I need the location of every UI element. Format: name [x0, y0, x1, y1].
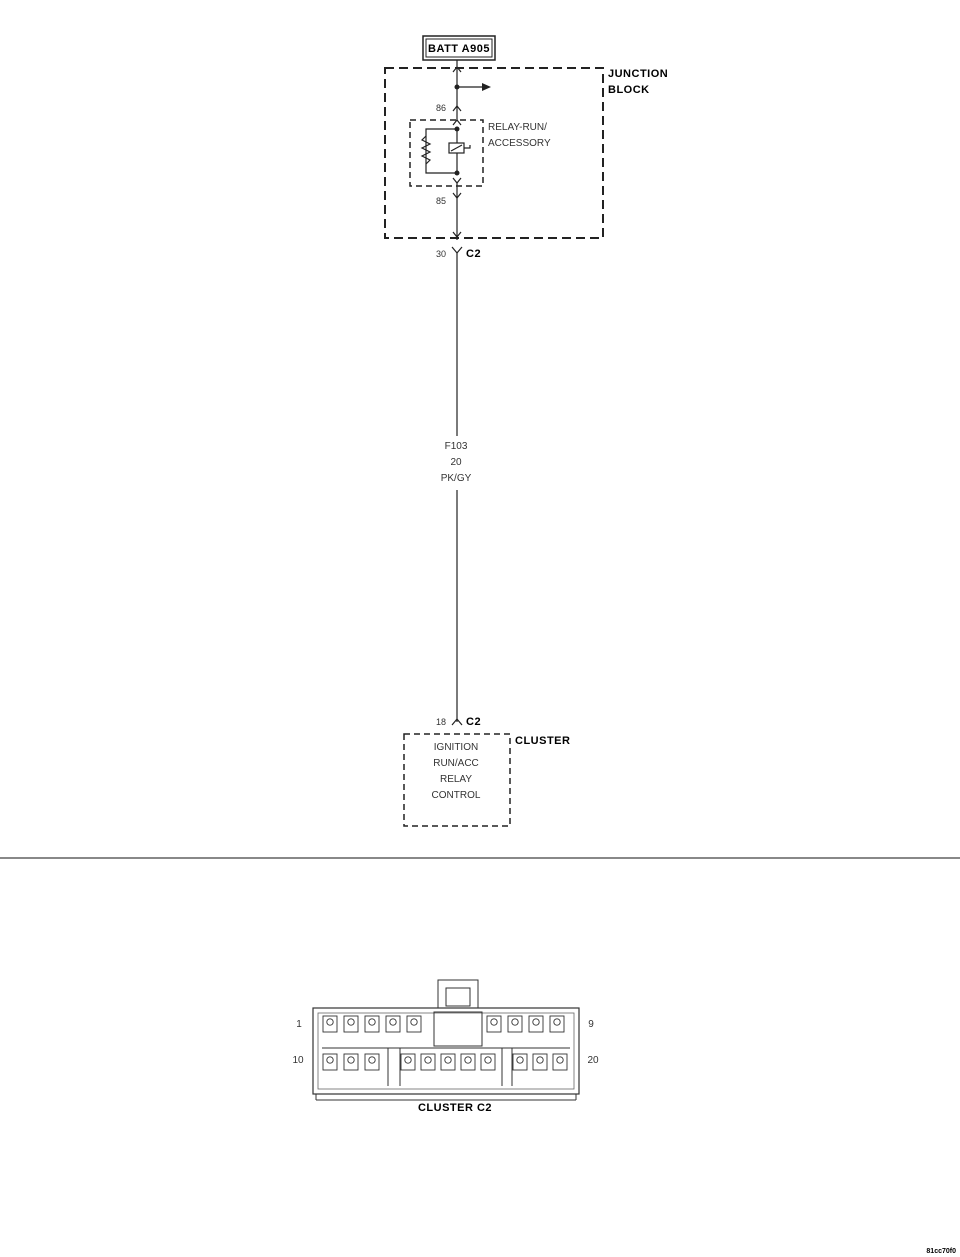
- wire-gauge-label: 20: [450, 457, 462, 468]
- connector-cavity: [480, 1053, 496, 1071]
- connector-top-pin: 30: [436, 249, 446, 259]
- connector-terminal: [424, 1056, 432, 1064]
- connector-terminal: [536, 1056, 544, 1064]
- connector-pin-20-label: 20: [587, 1055, 599, 1066]
- connector-terminal: [444, 1056, 452, 1064]
- connector-terminal: [511, 1018, 519, 1026]
- junction-block-outline: [384, 67, 604, 239]
- wire-circuit-label: F103: [445, 441, 468, 452]
- connector-terminal: [410, 1018, 418, 1026]
- connector-cavity: [532, 1053, 548, 1071]
- connector-terminal: [516, 1056, 524, 1064]
- connector-caption: CLUSTER C2: [418, 1102, 492, 1114]
- connector-terminal: [484, 1056, 492, 1064]
- connector-cavity: [400, 1053, 416, 1071]
- connector-cavity: [406, 1015, 422, 1033]
- relay-coil-icon: [420, 135, 432, 165]
- connector-cavity: [364, 1053, 380, 1071]
- connector-face-view: [312, 979, 580, 1101]
- connector-cavity: [364, 1015, 380, 1033]
- connector-cavity: [343, 1015, 359, 1033]
- connector-terminal: [464, 1056, 472, 1064]
- connector-terminal: [490, 1018, 498, 1026]
- connector-terminal: [404, 1056, 412, 1064]
- pin-86-label: 86: [436, 103, 446, 113]
- connector-terminal: [368, 1056, 376, 1064]
- connector-terminal: [389, 1018, 397, 1026]
- relay-outline: [409, 119, 484, 187]
- connector-terminal: [347, 1018, 355, 1026]
- wire-color-label: PK/GY: [441, 473, 472, 484]
- connector-cavity: [549, 1015, 565, 1033]
- connector-terminal: [556, 1056, 564, 1064]
- relay-label-line1: RELAY-RUN/: [488, 122, 547, 133]
- connector-cavity: [486, 1015, 502, 1033]
- cluster-line4: CONTROL: [432, 790, 481, 801]
- connector-terminal: [326, 1056, 334, 1064]
- battery-source: BATT A905: [422, 35, 496, 61]
- connector-cavity: [385, 1015, 401, 1033]
- connector-cavity: [512, 1053, 528, 1071]
- connector-bottom-name: C2: [466, 716, 481, 728]
- cluster-outline: [403, 733, 511, 827]
- connector-cavity: [440, 1053, 456, 1071]
- battery-label: BATT A905: [428, 43, 490, 55]
- figure-id: 81cc70f0: [926, 1248, 956, 1255]
- pin-85-label: 85: [436, 196, 446, 206]
- connector-terminal: [553, 1018, 561, 1026]
- branch-arrow-icon: [482, 83, 491, 91]
- connector-terminal: [326, 1018, 334, 1026]
- connector-pin-9-label: 9: [588, 1019, 594, 1030]
- relay-top-chevron: [452, 119, 462, 126]
- relay-label-line2: ACCESSORY: [488, 138, 551, 149]
- connector-terminal: [347, 1056, 355, 1064]
- connector-cavities: [322, 1015, 568, 1071]
- connector-cavity: [507, 1015, 523, 1033]
- connector-terminal: [368, 1018, 376, 1026]
- pin-86-chevron: [452, 105, 462, 112]
- cluster-title: CLUSTER: [515, 735, 570, 747]
- connector-terminal: [532, 1018, 540, 1026]
- connector-top-name: C2: [466, 248, 481, 260]
- relay-coil-loop: [425, 128, 457, 174]
- connector-cavity: [343, 1053, 359, 1071]
- relay-contact-blade: [450, 144, 463, 152]
- cluster-line2: RUN/ACC: [433, 758, 479, 769]
- connector-cavity: [528, 1015, 544, 1033]
- junction-block-title-line2: BLOCK: [608, 84, 650, 96]
- connector-c2-bottom-chevron: [451, 718, 463, 726]
- connector-c2-top-chevron: [451, 246, 463, 254]
- connector-pin-1-label: 1: [296, 1019, 302, 1030]
- relay-contact-lead: [464, 145, 471, 149]
- section-divider: [0, 857, 960, 859]
- pin-85-chevron: [452, 192, 462, 199]
- cluster-line1: IGNITION: [434, 742, 478, 753]
- connector-bottom-pin: 18: [436, 717, 446, 727]
- connector-pin-10-label: 10: [292, 1055, 304, 1066]
- cluster-line3: RELAY: [440, 774, 472, 785]
- connector-cavity: [460, 1053, 476, 1071]
- connector-cavity: [552, 1053, 568, 1071]
- connector-cavity: [322, 1015, 338, 1033]
- connector-cavity: [322, 1053, 338, 1071]
- connector-cavity: [420, 1053, 436, 1071]
- junction-exit-chevron: [452, 231, 462, 238]
- junction-entry-chevron: [452, 66, 462, 73]
- relay-bottom-chevron: [452, 177, 462, 184]
- junction-block-title-line1: JUNCTION: [608, 68, 668, 80]
